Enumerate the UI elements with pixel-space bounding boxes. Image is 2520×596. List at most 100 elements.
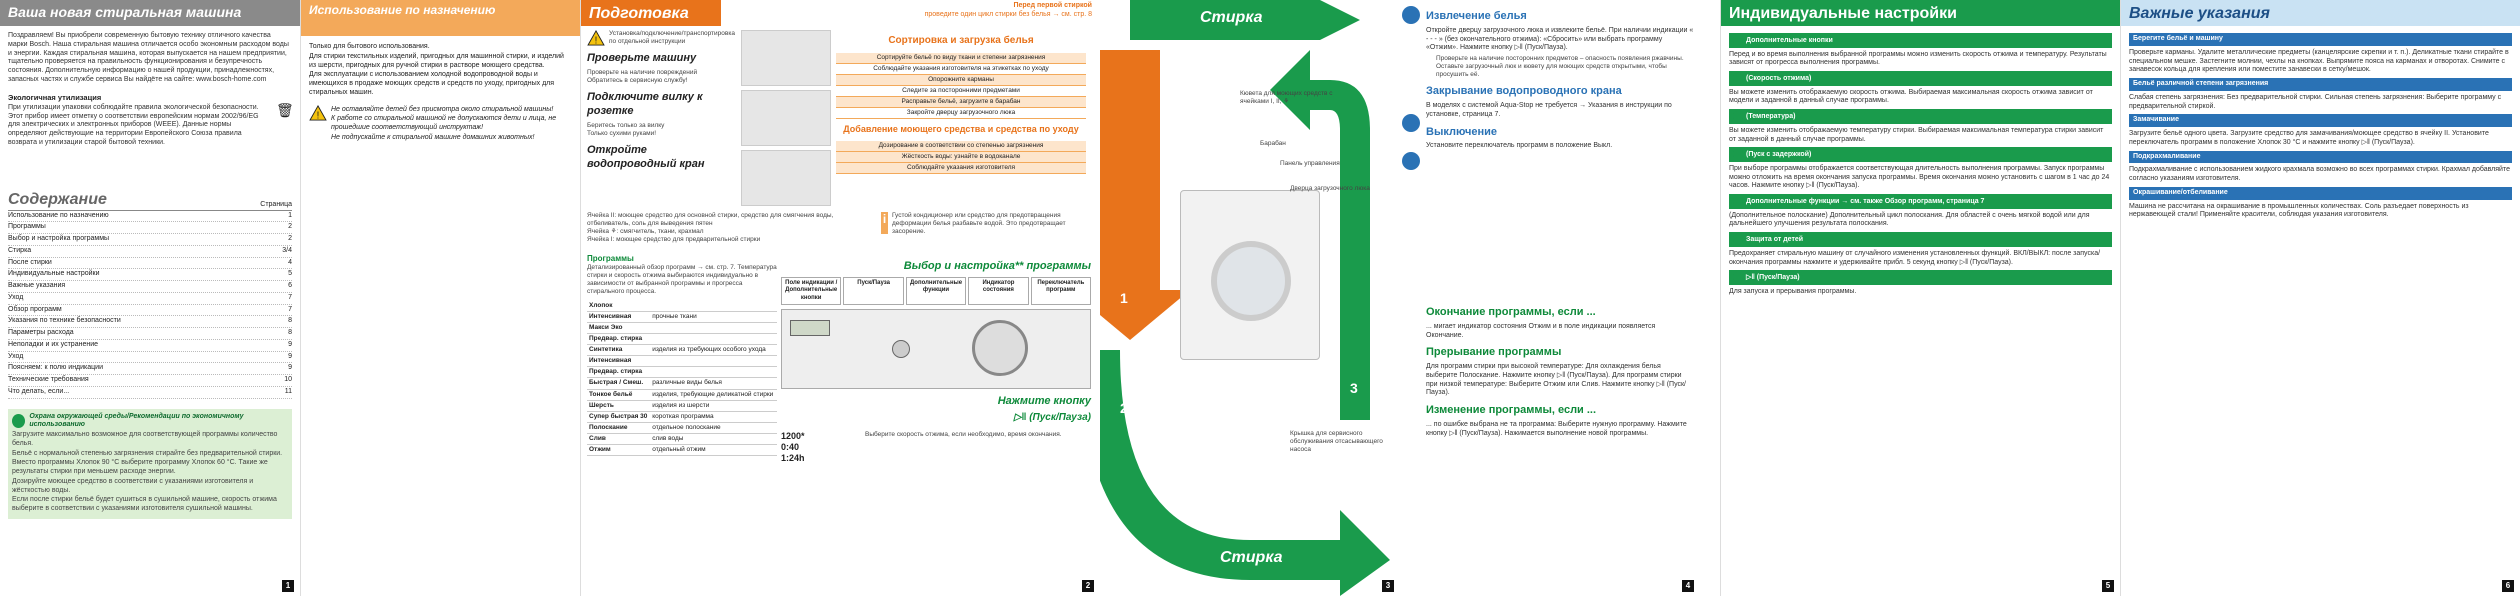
toc-label: Что делать, если... xyxy=(8,387,70,395)
program-row: Интенсивная xyxy=(587,355,777,368)
env-item: Бельё с нормальной степенью загрязнения … xyxy=(12,449,283,457)
step-1: 1 xyxy=(1120,290,1128,306)
green-dot-icon xyxy=(1733,35,1743,45)
sort-row: Закройте дверцу загрузочного люка xyxy=(836,108,1086,120)
page-2: Подготовка Перед первой стиркой проведит… xyxy=(580,0,1100,596)
setting-text: При выборе программы отображается соотве… xyxy=(1729,164,2110,190)
unload-items: Проверьте на наличие посторонних предмет… xyxy=(1426,55,1694,79)
weee-bin-icon: 🗑 xyxy=(276,101,294,118)
important-text: Проверьте карманы. Удалите металлические… xyxy=(2129,48,2509,74)
disposal-title: Экологичная утилизация xyxy=(8,92,102,102)
program-dial[interactable] xyxy=(972,320,1028,377)
setting-text: (Дополнительное полоскание) Дополнительн… xyxy=(1729,211,2090,228)
setting-title-text: Дополнительные кнопки xyxy=(1746,36,1833,44)
setting-section: (Скорость отжима)Вы можете изменить отоб… xyxy=(1729,71,2112,106)
program-name: Синтетика xyxy=(587,344,651,357)
machine-door xyxy=(1211,241,1291,321)
toc-row: Использование по назначению 1 xyxy=(8,211,292,223)
sort-row: Соблюдайте указания изготовителя на этик… xyxy=(836,63,1086,75)
unload-item: Оставьте загрузочный люк и кювету для мо… xyxy=(1436,63,1667,79)
toc-label: Использование по назначению xyxy=(8,211,109,219)
toc-page-number: 6 xyxy=(288,282,292,290)
svg-text:!: ! xyxy=(595,35,598,46)
disposal-text: При утилизации упаковки соблюдайте прави… xyxy=(8,103,259,146)
program-desc: слив воды xyxy=(650,433,777,446)
panel-column-label: Пуск/Пауза xyxy=(843,276,904,306)
program-desc: отдельный отжим xyxy=(650,444,777,457)
program-desc xyxy=(650,333,777,346)
important-title: Важные указания xyxy=(2121,0,2520,26)
program-name: Макси Эко xyxy=(587,322,651,334)
click-title: Нажмите кнопку xyxy=(997,395,1091,408)
setting-section: (Температура)Вы можете изменить отобража… xyxy=(1729,109,2112,144)
toc-page-number: 7 xyxy=(288,293,292,301)
tap-title: Откройте водопроводный кран xyxy=(587,144,705,170)
det-title: Добавление моющего средства и средства п… xyxy=(836,122,1086,138)
program-name: Быстрая / Смеш. xyxy=(587,377,651,390)
usage-list: Только для бытового использования.Для ст… xyxy=(301,36,580,105)
program-name: Тонкое бельё xyxy=(587,389,651,401)
change-title: Изменение программы, если ... xyxy=(1426,404,1597,416)
important-title: Подкрахмаливание xyxy=(2129,150,2512,164)
info-icon: i xyxy=(881,212,888,234)
setting-title: Защита от детей xyxy=(1729,232,2112,247)
green-dot-icon xyxy=(1733,196,1743,207)
usage-item: Только для бытового использования. xyxy=(309,43,430,50)
toc-page-number: 4 xyxy=(288,258,292,266)
toc-page-number: 9 xyxy=(288,352,292,360)
program-name: Шерсть xyxy=(587,400,651,412)
program-desc xyxy=(650,300,777,312)
program-name: Отжим xyxy=(587,444,651,457)
sort-title: Сортировка и загрузка белья xyxy=(836,33,1086,50)
toc-page-number: 7 xyxy=(288,305,292,313)
machine-label: Панель управления xyxy=(1280,160,1340,167)
detergent-note: Ячейка I: моющее средство для предварите… xyxy=(587,236,761,244)
unload-icon xyxy=(1402,6,1420,24)
intro-text: Поздравляем! Вы приобрели современную бы… xyxy=(8,32,289,83)
program-row: Быстрая / Смеш.различные виды белья xyxy=(587,377,777,390)
program-desc xyxy=(650,366,777,379)
plug-title: Подключите вилку к розетке xyxy=(587,91,703,117)
page-number-6: 6 xyxy=(2502,580,2514,592)
setting-title: Дополнительные кнопки xyxy=(1729,33,2112,48)
interrupt-title: Прерывание программы xyxy=(1426,346,1562,359)
page-1-title: Ваша новая стиральная машина xyxy=(0,0,300,26)
toc-label: Технические требования xyxy=(8,376,89,384)
usage-warning-list: Не оставляйте детей без присмотра около … xyxy=(331,105,572,144)
panel-column-label: Дополнительные функции xyxy=(905,276,967,306)
important-text: Машина не рассчитана на окрашивание в пр… xyxy=(2129,202,2469,219)
important-text: Слабая степень загрязнения: Без предвари… xyxy=(2129,93,2502,110)
program-desc: различные виды белья xyxy=(650,377,777,390)
setting-title: Дополнительные функции → см. также Обзор… xyxy=(1729,194,2112,209)
sort-row: Опорожните карманы xyxy=(836,74,1086,86)
green-dot-icon xyxy=(1733,234,1743,245)
green-dot-icon xyxy=(1733,73,1743,84)
page-number-4: 4 xyxy=(1682,580,1694,592)
toc-title: Содержание xyxy=(8,190,107,208)
setting-text: Предохраняет стиральную машину от случай… xyxy=(1729,249,2101,266)
step-2: 2 xyxy=(1120,400,1128,416)
env-title: Охрана окружающей среды/Рекомендации по … xyxy=(29,412,244,429)
toc-page-number: 8 xyxy=(288,317,292,325)
machine-label: Крышка для сервисного обслуживания отсас… xyxy=(1290,430,1383,454)
program-desc xyxy=(650,322,777,334)
svg-text:!: ! xyxy=(317,110,320,121)
start-pause-button[interactable] xyxy=(892,340,910,359)
env-item: Вместо программы Хлопок 90 °C выберите п… xyxy=(12,459,268,476)
setting-text: Вы можете изменить отображаемую скорость… xyxy=(1729,88,2093,105)
toc-page-number: 1 xyxy=(288,211,292,219)
toc-page-number: 9 xyxy=(288,340,292,348)
